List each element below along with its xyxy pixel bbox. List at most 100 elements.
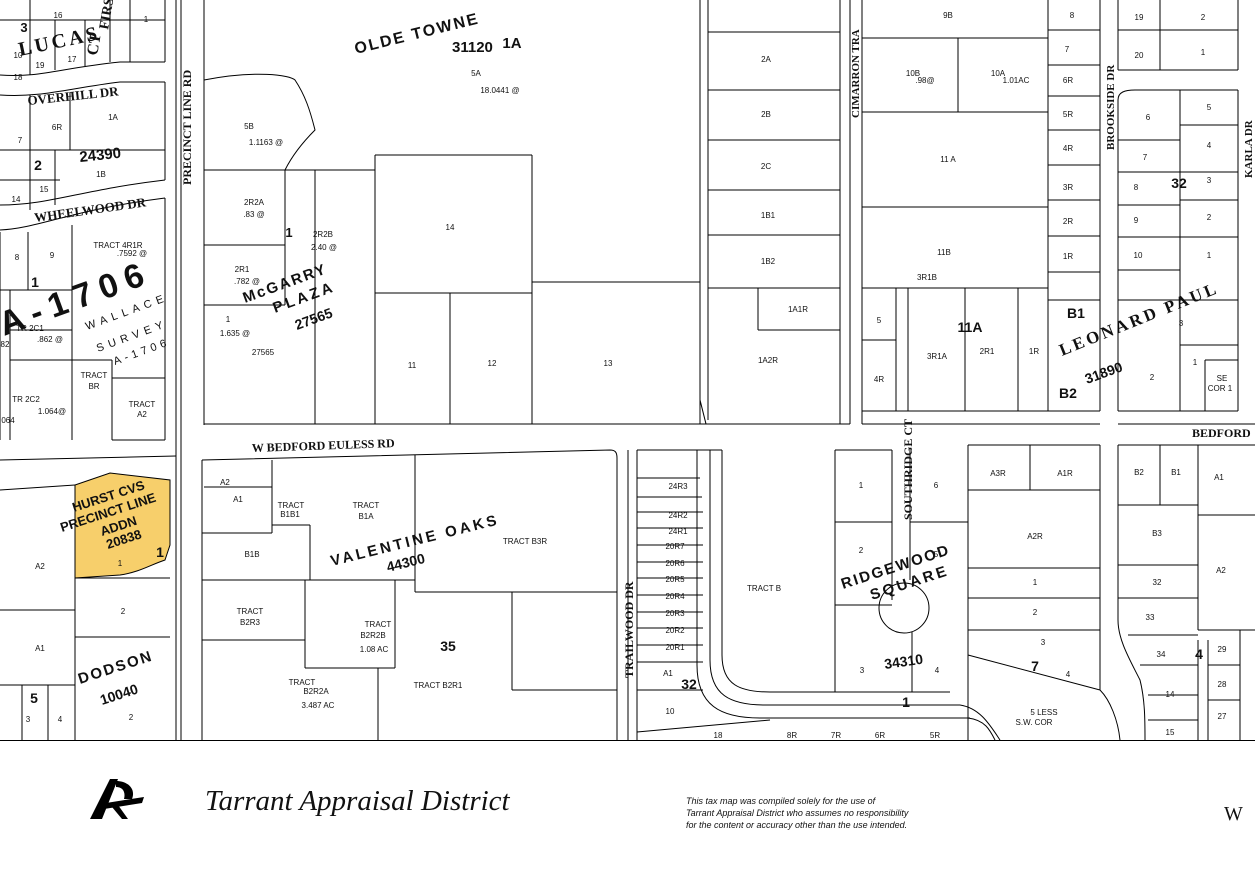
trailwood-label: TRAILWOOD DR <box>622 581 636 678</box>
parcel-label: TRACT B <box>747 584 781 593</box>
parcel-label: 3 <box>26 715 31 724</box>
parcel-label: 1R <box>1063 252 1073 261</box>
parcel-label: TRACT <box>289 678 316 687</box>
parcel-label: 1A <box>108 113 118 122</box>
parcel-label: 20R7 <box>665 542 685 551</box>
parcel-label: TRACT <box>353 501 380 510</box>
parcel-label: 11A <box>958 319 983 335</box>
lucas-ct-label: CT <box>84 32 105 57</box>
parcel-label: 10 <box>14 51 23 60</box>
parcel-label: 19 <box>1135 13 1144 22</box>
parcel-label: 1A <box>502 35 521 52</box>
parcel-label: 20R3 <box>665 609 685 618</box>
parcel-label: 27 <box>1218 712 1227 721</box>
tax-map[interactable]: LUCAS CT FIRST OVERHILL DR WHEELWOOD DR … <box>0 0 1255 740</box>
subject-parcel[interactable] <box>74 472 171 579</box>
parcel-label: 14 <box>1166 690 1175 699</box>
parcel-label: B2R3 <box>240 618 261 627</box>
parcel-label: 24R2 <box>668 511 688 520</box>
parcel-label: 4R <box>1063 144 1073 153</box>
parcel-label: B1B <box>244 550 259 559</box>
parcel-label: 17 <box>68 55 77 64</box>
parcel-label: A2R <box>1027 532 1043 541</box>
parcel-label: COR 1 <box>1208 384 1233 393</box>
parcel-label: 2R1 <box>980 347 995 356</box>
southridge-label: SOUTHRIDGE CT <box>901 419 915 520</box>
parcel-label: 2 <box>121 607 126 616</box>
parcel-label: 10 <box>1134 251 1143 260</box>
parcel-label: 2R1 <box>235 265 250 274</box>
compass-letter: W <box>1224 803 1243 825</box>
parcel-label: 5 <box>877 316 882 325</box>
parcel-label: 10 <box>666 707 675 716</box>
parcel-label: 32 <box>681 676 697 692</box>
parcel-label: 2 <box>859 546 864 555</box>
parcel-label: B1 <box>1067 305 1085 321</box>
parcel-label: 7 <box>1143 153 1148 162</box>
parcel-label: 3 <box>1179 319 1184 328</box>
parcel-label: .98@ <box>915 76 934 85</box>
parcel-label: B2R2A <box>303 687 329 696</box>
parcel-label: 4 <box>935 666 940 675</box>
parcel-label: 4 <box>1195 646 1203 662</box>
parcel-label: A2 <box>35 562 45 571</box>
parcel-label: 24R1 <box>668 527 688 536</box>
brookside-label: BROOKSIDE DR <box>1105 64 1117 150</box>
disclaimer: This tax map was compiled solely for the… <box>686 795 1016 831</box>
parcel-label: 3 <box>1207 176 1212 185</box>
parcel-label: 7 <box>18 136 23 145</box>
parcel-label: A3R <box>990 469 1006 478</box>
parcel-label: 1 <box>144 15 149 24</box>
parcel-label: TRACT <box>129 400 156 409</box>
parcel-label: 1.1163 @ <box>249 138 283 147</box>
map-footer: Tarrant Appraisal District This tax map … <box>0 740 1255 881</box>
parcel-label: TRACT B3R <box>503 537 548 546</box>
ridgewood-number: 34310 <box>883 651 924 672</box>
olde-towne-number: 31120 <box>452 39 493 56</box>
parcel-label: 18.0441 @ <box>480 86 519 95</box>
parcel-label: 16 <box>54 11 63 20</box>
parcel-label: .862 @ <box>37 335 63 344</box>
parcel-label: TRACT <box>278 501 305 510</box>
parcel-label: 1 <box>1033 578 1038 587</box>
first-street-label: FIRST <box>97 0 119 31</box>
parcel-label: 12 <box>488 359 497 368</box>
parcel-label: 20R1 <box>665 643 685 652</box>
parcel-label: 82 <box>1 340 10 349</box>
parcel-label: 5B <box>244 122 254 131</box>
parcel-label: A2 <box>137 410 147 419</box>
parcel-label: 20R6 <box>665 559 685 568</box>
parcel-label: 27565 <box>252 348 275 357</box>
parcel-label: B3 <box>1152 529 1162 538</box>
overhill-label: OVERHILL DR <box>27 83 120 108</box>
parcel-label: 20R2 <box>665 626 685 635</box>
parcel-label: 2C <box>761 162 771 171</box>
parcel-label: 1.635 @ <box>220 329 250 338</box>
parcel-label: 1 <box>285 225 292 240</box>
parcel-label: 1 <box>31 274 39 290</box>
parcel-label: 1 <box>859 481 864 490</box>
parcel-label: 1 <box>156 544 164 560</box>
parcel-label: 2 <box>1150 373 1155 382</box>
parcel-label: 5R <box>1063 110 1073 119</box>
parcel-label: 13 <box>604 359 613 368</box>
mcgarry-number: 27565 <box>293 304 335 332</box>
compass-rose-icon: W <box>1224 803 1243 826</box>
parcel-label: 11 A <box>940 155 956 164</box>
parcel-label: 2R2B <box>313 230 333 239</box>
parcel-label: 4R <box>874 375 884 384</box>
org-title: Tarrant Appraisal District <box>205 785 510 817</box>
parcel-label: .782 @ <box>234 277 260 286</box>
parcel-label: 6R <box>1063 76 1073 85</box>
parcel-label: 20 <box>1135 51 1144 60</box>
parcel-label: 15 <box>40 185 49 194</box>
parcel-label: 11B <box>937 248 951 257</box>
parcel-label: 5 <box>30 690 38 706</box>
parcel-label: 9 <box>50 251 55 260</box>
parcel-label: 8 <box>1070 11 1075 20</box>
parcel-label: 24R3 <box>668 482 688 491</box>
parcel-label: 3 <box>1041 638 1046 647</box>
parcel-label: 4 <box>58 715 63 724</box>
parcel-label: 9B <box>943 11 953 20</box>
cimarron-label: CIMARRON TRA <box>850 29 862 118</box>
